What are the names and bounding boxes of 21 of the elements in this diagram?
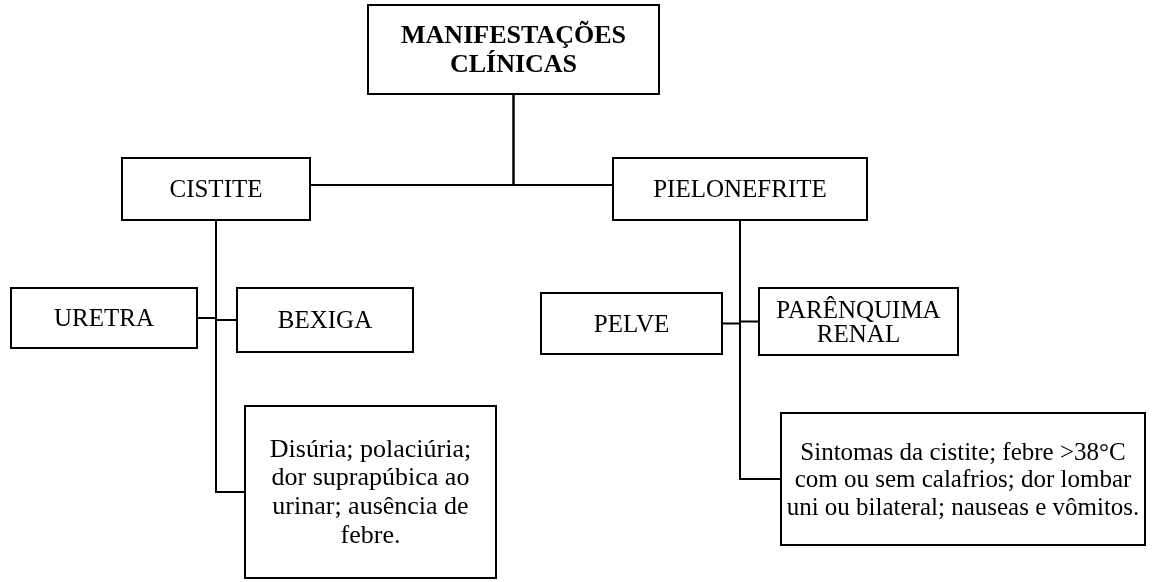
text-box: [236, 287, 414, 353]
connector-line: [215, 220, 245, 493]
text-box: [244, 405, 497, 579]
node-label: BEXIGA: [277, 306, 373, 334]
text-box: [612, 157, 868, 221]
node-label: URETRA: [54, 304, 154, 332]
connector-line: [512, 94, 613, 186]
node-label: PARÊNQUIMA RENAL: [775, 297, 942, 346]
text-box: [121, 157, 311, 221]
text-box: [780, 412, 1146, 546]
node-label: Sintomas da cistite; febre >38°C com ou sem calafrios; dor lombar uni ou bilateral; nauseas e vômitos.: [786, 437, 1140, 521]
text-box: [758, 287, 959, 356]
text-box: [367, 4, 660, 95]
node-label: Disúria; polaciúria; dor suprapúbica ao urinar; ausência de febre.: [268, 434, 473, 550]
node-label: PIELONEFRITE: [653, 175, 827, 203]
node-label: MANIFESTAÇÕES CLÍNICAS: [400, 20, 627, 79]
text-box: [10, 287, 198, 349]
node-label: PELVE: [593, 309, 670, 338]
node-label: CISTITE: [169, 175, 263, 203]
connector-line: [739, 220, 781, 480]
text-box: [540, 292, 723, 355]
